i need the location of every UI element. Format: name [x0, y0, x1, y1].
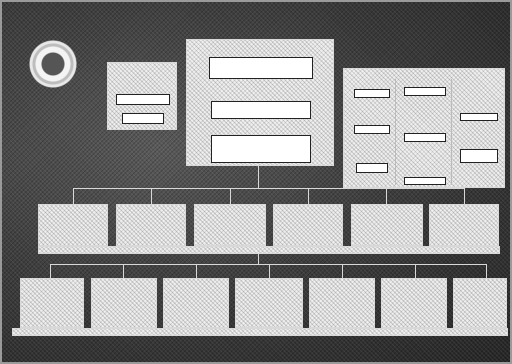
center-mid-field — [211, 101, 311, 119]
right-col-1 — [350, 79, 396, 185]
org-card — [381, 278, 447, 328]
right-col-3-field — [460, 149, 498, 163]
org-card — [351, 204, 423, 246]
connector — [73, 188, 74, 204]
org-card — [116, 204, 186, 246]
right-col-1-field — [354, 125, 390, 134]
connector — [151, 188, 152, 204]
org-card — [91, 278, 157, 328]
connector — [464, 188, 465, 204]
footer-left — [14, 355, 74, 361]
right-col-1-field — [354, 89, 390, 98]
org-card — [163, 278, 229, 328]
org-card — [309, 278, 375, 328]
right-col-2-field — [404, 133, 446, 142]
right-col-2-field — [404, 177, 446, 185]
org-card — [273, 204, 343, 246]
center-panel — [186, 39, 334, 166]
connector — [196, 264, 197, 278]
connector — [258, 166, 259, 188]
connector — [230, 188, 231, 204]
right-col-3 — [456, 79, 502, 185]
connector — [415, 264, 416, 278]
org-card — [453, 278, 507, 328]
connector — [308, 188, 309, 204]
seal-ring-icon — [29, 40, 77, 88]
org-card — [235, 278, 303, 328]
connector — [50, 264, 51, 278]
row-2-base-bar — [12, 328, 508, 336]
connector — [342, 264, 343, 278]
right-col-2 — [400, 79, 452, 185]
connector — [269, 264, 270, 278]
left-panel-field-2 — [122, 113, 164, 124]
left-panel — [107, 62, 177, 130]
org-card — [194, 204, 266, 246]
right-panel — [343, 68, 505, 188]
connector — [258, 254, 259, 264]
org-card — [429, 204, 499, 246]
connector-bus — [50, 264, 486, 265]
footer-center — [218, 355, 298, 361]
connector — [486, 264, 487, 278]
left-panel-field — [116, 94, 170, 105]
right-col-3-field — [460, 113, 498, 121]
connector — [123, 264, 124, 278]
org-card — [20, 278, 84, 328]
center-top-field — [209, 57, 313, 79]
connector — [386, 188, 387, 204]
connector-bus — [73, 188, 464, 189]
row-1-base-bar — [38, 246, 500, 254]
center-bottom-field — [211, 135, 311, 163]
org-card — [38, 204, 108, 246]
right-col-2-field — [404, 87, 446, 96]
right-col-1-field — [356, 163, 388, 173]
